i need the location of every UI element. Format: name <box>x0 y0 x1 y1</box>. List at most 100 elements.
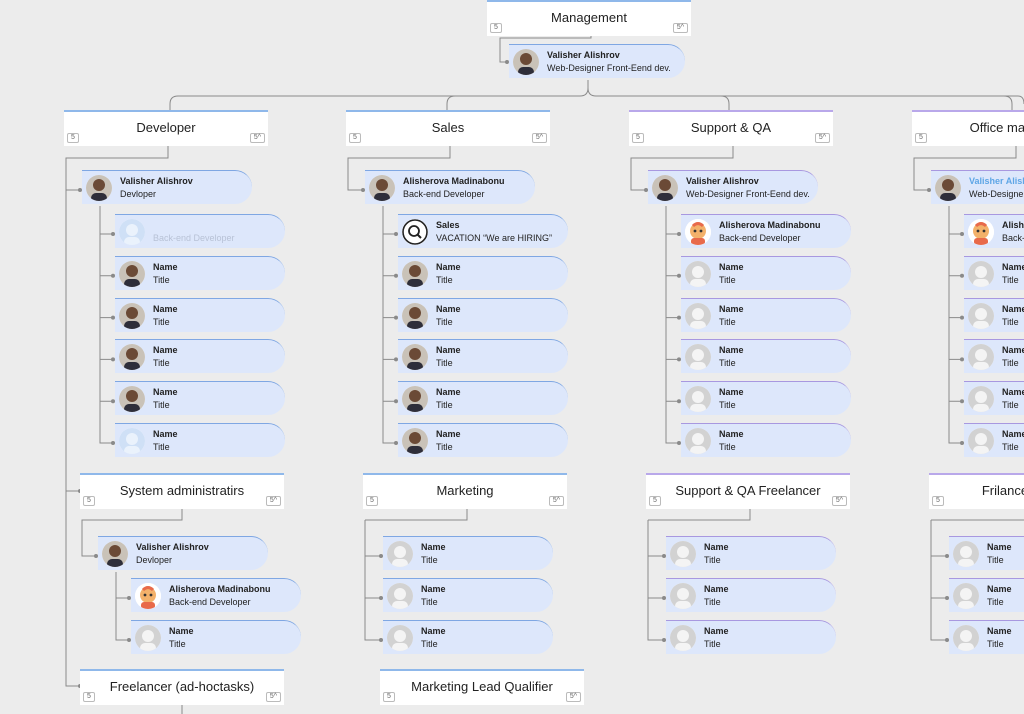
person-name: Name <box>987 584 1012 594</box>
avatar-image <box>402 386 428 413</box>
avatar-image <box>968 302 994 329</box>
connector-line <box>99 206 113 360</box>
connector-dot <box>677 273 681 278</box>
collapse-toggle[interactable]: 5^ <box>831 496 847 506</box>
connector-line <box>930 520 947 641</box>
connector-dot <box>960 441 964 445</box>
person-name: Name <box>704 542 729 552</box>
person-name: Valisher Alishrov <box>686 176 759 186</box>
collapse-toggle[interactable]: 5^ <box>265 692 281 702</box>
person-title: Title <box>987 639 1004 649</box>
person-title: Title <box>153 316 170 327</box>
person-name: Name <box>719 429 744 439</box>
avatar <box>968 219 994 245</box>
person-title: Title <box>704 639 721 649</box>
department-box[interactable]: Frilance & Admin55^ <box>929 473 1024 509</box>
connector-dot <box>394 357 398 362</box>
avatar <box>670 541 696 567</box>
person-name: Name <box>719 303 744 314</box>
avatar <box>685 428 711 454</box>
person-card[interactable]: Back-end Developer <box>115 214 285 248</box>
avatar-image <box>968 260 994 287</box>
avatar-image <box>387 625 413 651</box>
collapse-toggle[interactable]: 5^ <box>265 496 281 506</box>
collapse-toggle[interactable]: 5^ <box>565 692 581 702</box>
connector-dot <box>677 315 681 320</box>
connector-dot <box>677 357 681 362</box>
connector-line <box>365 509 468 521</box>
collapse-toggle[interactable]: 5^ <box>814 133 830 143</box>
connector-line <box>665 206 679 235</box>
avatar <box>402 344 428 371</box>
avatar-image <box>513 49 539 75</box>
avatar-image <box>119 428 145 454</box>
collapse-toggle[interactable]: 5^ <box>672 23 688 33</box>
person-title: Web-Designer Front-Eend dev. <box>547 63 671 73</box>
collapse-toggle[interactable]: 5^ <box>249 133 265 143</box>
person-title: Title <box>169 639 186 649</box>
avatar-image <box>119 386 145 413</box>
connector-line <box>499 34 592 63</box>
department-box[interactable]: Office manager55^ <box>912 110 1024 146</box>
person-name: Valisher Alishrov <box>547 50 620 60</box>
connector-line <box>1003 95 1013 110</box>
connector-dot <box>945 554 949 558</box>
person-name: Alisherova Madinabonu <box>719 220 821 230</box>
connector-dot <box>945 596 949 600</box>
collapse-toggle[interactable]: 5^ <box>531 133 547 143</box>
person-name: Name <box>436 429 461 439</box>
collapse-toggle[interactable]: 5^ <box>548 496 564 506</box>
person-title: VACATION “We are HIRING” <box>436 233 553 243</box>
